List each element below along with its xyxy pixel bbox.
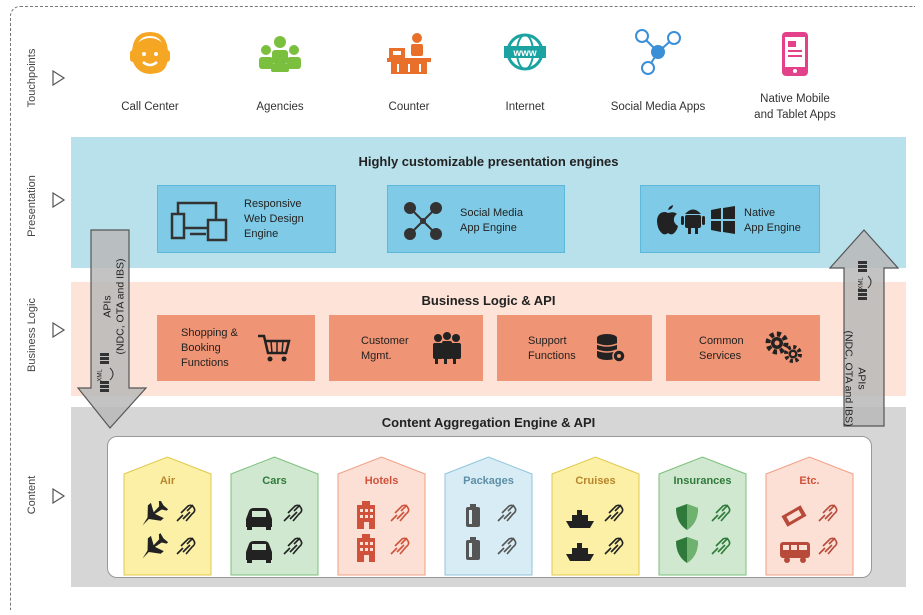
customer-mgmt-box: Customer Mgmt. [329,315,483,381]
support-functions-box: Support Functions [497,315,652,381]
category-air: Air [123,456,212,576]
os-logos-icon [657,205,735,235]
left-arrow-xml-label: XML [97,369,104,382]
right-arrow-apis-label: APIs [855,367,868,390]
touchpoint-agencies: Agencies [240,28,320,128]
responsive-line-1: Responsive [244,198,302,210]
social-media-engine-box: Social Media App Engine [387,185,565,253]
row-marker-touchpoints-icon [52,70,66,86]
touchpoint-social-media: Social Media Apps [603,28,713,128]
native-app-engine-box: Native App Engine [640,185,820,253]
shopping-line-1: Shopping & [181,327,238,339]
shopping-line-2: Booking [181,342,221,354]
svg-text:www: www [512,48,537,59]
responsive-web-engine-box: Responsive Web Design Engine [157,185,336,253]
left-arrow-apis-label: APIs [101,295,114,318]
shopping-line-3: Functions [181,357,229,369]
row-marker-content-icon [52,488,66,504]
group-people-icon [259,36,301,72]
category-packages: Packages [444,456,533,576]
cruise-ship-icon [566,504,624,561]
row-label-business-logic: Business Logic [26,298,38,372]
category-label: Cars [262,475,287,487]
touchpoint-call-center: Call Center [110,28,190,128]
category-insurances: Insurances [658,456,747,576]
row-marker-business-icon [52,322,66,338]
team-icon [433,332,461,364]
category-cars: Cars [230,456,319,576]
common-line-1: Common [699,335,744,347]
touchpoint-internet: www Internet [485,28,565,128]
shopping-cart-icon [258,334,291,362]
social-network-icon [635,29,681,75]
ticket-bus-icon [780,504,838,563]
luggage-icon [466,504,517,560]
row-label-presentation: Presentation [26,175,38,237]
category-etc: Etc. [765,456,854,576]
business-title: Business Logic & API [421,293,556,308]
responsive-line-3: Engine [244,228,279,240]
row-marker-presentation-icon [52,192,66,208]
counter-desk-icon [387,33,431,74]
category-label: Packages [463,475,514,487]
support-line-2: Functions [528,350,576,362]
left-arrow-standards-label: (NDC, OTA and IBS) [114,258,127,355]
touchpoint-label: Counter [388,101,430,113]
api-up-arrow-icon [828,229,900,427]
social-line-1: Social Media [460,207,523,219]
customer-line-1: Customer [361,335,409,347]
social-line-2: App Engine [460,222,517,234]
native-line-1: Native [744,207,776,219]
touchpoint-label-line-2: and Tablet Apps [754,109,836,121]
right-arrow-xml-label: XML [858,277,865,290]
common-services-box: Common Services [666,315,820,381]
devices-icon [170,201,228,242]
shield-icon [676,504,731,563]
touchpoint-label: Social Media Apps [610,101,706,113]
category-label: Cruises [575,475,616,487]
touchpoint-counter: Counter [369,28,449,128]
row-label-touchpoints: Touchpoints [26,48,38,108]
database-gear-icon [596,334,626,363]
touchpoint-native-mobile: Native Mobile and Tablet Apps [745,28,845,138]
headset-person-icon [130,31,170,74]
api-down-arrow-icon [76,229,148,429]
smartphone-icon [782,32,808,76]
category-label: Air [159,475,176,487]
content-title: Content Aggregation Engine & API [381,415,596,430]
category-label: Hotels [364,475,399,487]
category-label: Insurances [673,475,732,487]
touchpoint-label: Call Center [121,101,179,113]
car-icon [246,504,303,563]
touchpoint-label: Agencies [256,101,304,113]
presentation-title: Highly customizable presentation engines [358,154,619,169]
hotel-building-icon [357,501,410,562]
outer-frame [10,6,915,610]
shopping-booking-box: Shopping & Booking Functions [157,315,315,381]
category-cruises: Cruises [551,456,640,576]
airplane-icon [142,501,196,559]
right-arrow-standards-label: (NDC, OTA and IBS) [842,330,855,427]
category-hotels: Hotels [337,456,426,576]
globe-www-icon: www [504,33,546,71]
common-line-2: Services [699,350,742,362]
gears-icon [765,331,802,363]
customer-line-2: Mgmt. [361,350,392,362]
touchpoint-label: Internet [505,101,545,113]
responsive-line-2: Web Design [244,213,304,225]
touchpoint-label-line-1: Native Mobile [760,93,830,105]
category-label: Etc. [799,475,820,487]
support-line-1: Support [528,335,567,347]
row-label-content: Content [26,475,38,515]
social-share-icon [404,202,442,240]
native-line-2: App Engine [744,222,801,234]
